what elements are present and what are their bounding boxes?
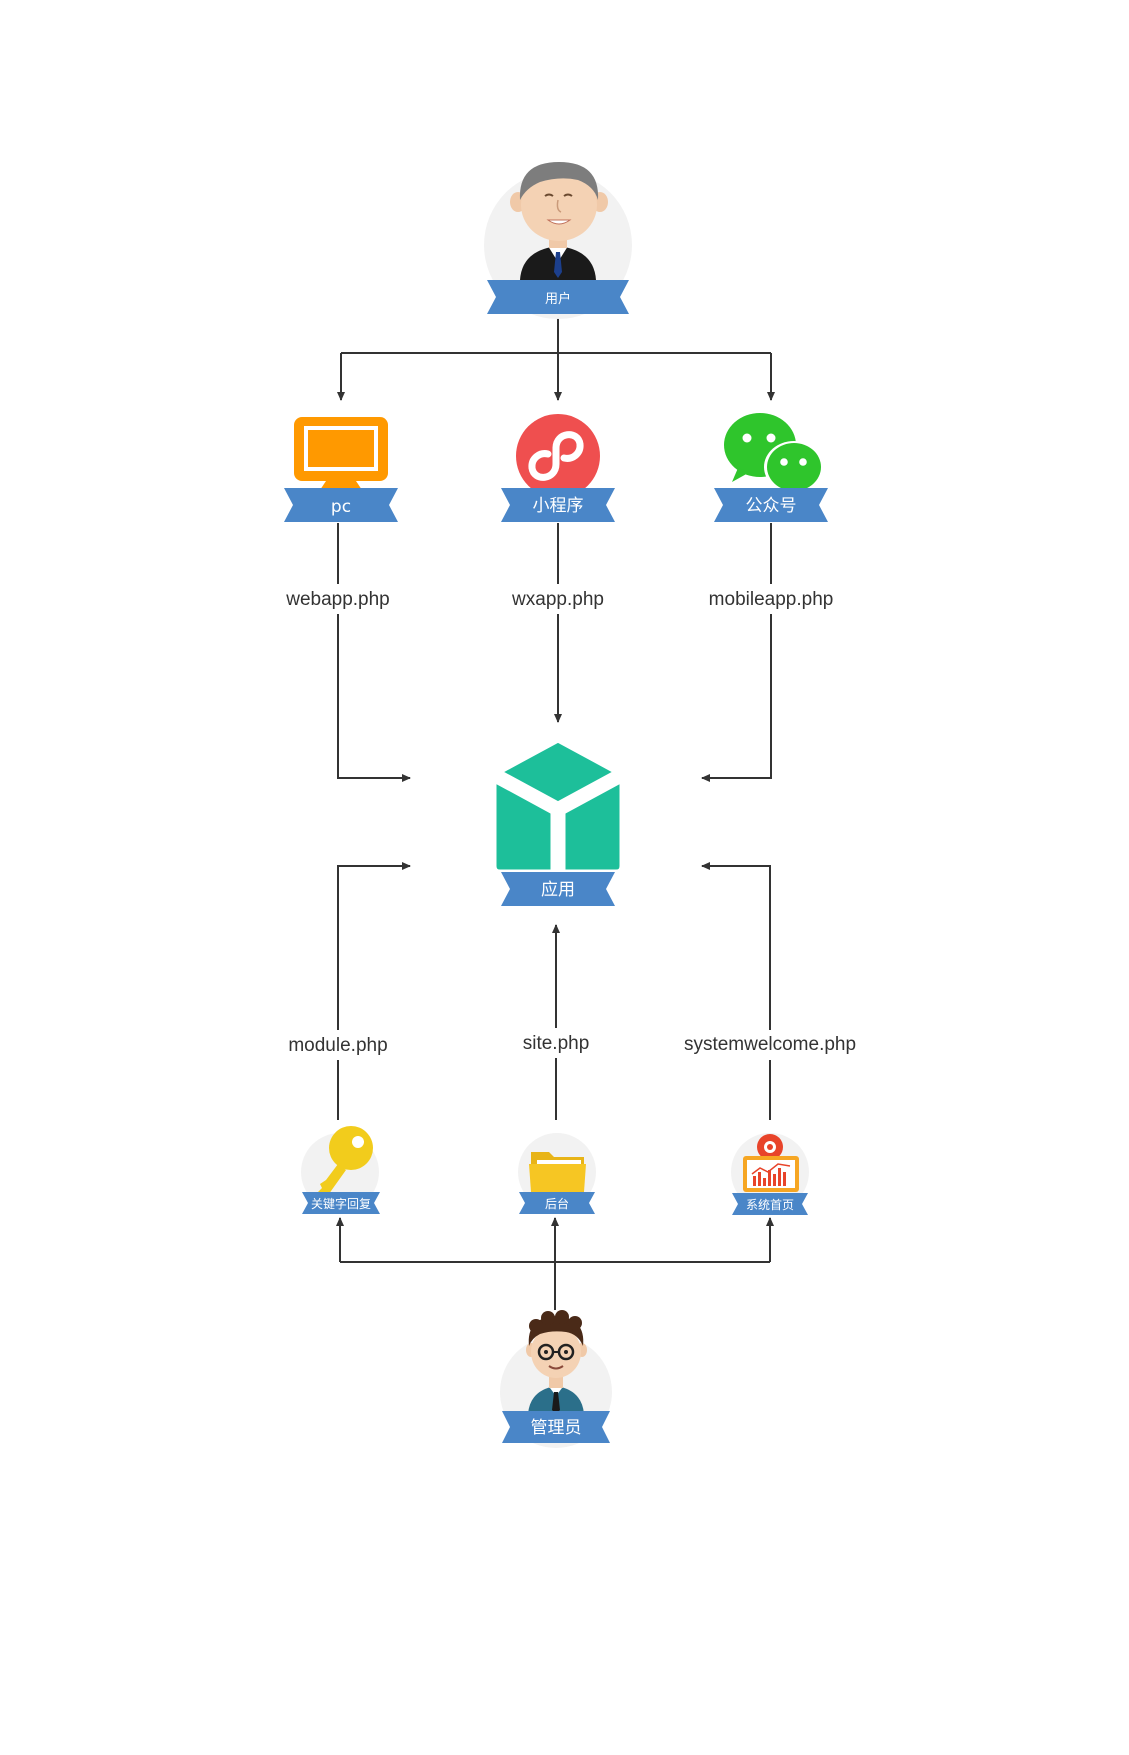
node-label-backend: 后台	[545, 1196, 569, 1211]
ribbon-admin: 管理员	[502, 1411, 610, 1443]
node-label-app: 应用	[541, 880, 575, 900]
edge-label-webapp: webapp.php	[285, 589, 390, 610]
node-label-user: 用户	[545, 291, 571, 307]
node-pc[interactable]: pc	[284, 417, 398, 522]
connectors	[336, 315, 775, 1310]
node-app[interactable]: 应用	[491, 737, 625, 906]
edge-label-mobileapp: mobileapp.php	[709, 589, 834, 610]
edge-label-module: module.php	[288, 1035, 387, 1056]
ribbon-miniprogram: 小程序	[501, 488, 615, 522]
edge-labels: webapp.php wxapp.php mobileapp.php modul…	[278, 584, 862, 1060]
admin-avatar-icon	[526, 1310, 587, 1414]
node-label-official-account: 公众号	[746, 496, 797, 516]
ribbon-keyword-reply: 关键字回复	[302, 1192, 380, 1214]
node-user[interactable]: 用户	[484, 162, 632, 319]
ribbon-app: 应用	[501, 872, 615, 906]
user-avatar-icon	[510, 162, 608, 280]
edge-label-systemwelcome: systemwelcome.php	[684, 1034, 856, 1055]
node-label-keyword-reply: 关键字回复	[311, 1196, 371, 1211]
connector-official-app	[701, 523, 772, 782]
node-label-miniprogram: 小程序	[533, 496, 584, 516]
ribbon-backend: 后台	[519, 1192, 595, 1214]
node-official-account[interactable]: 公众号	[714, 413, 828, 522]
node-miniprogram[interactable]: 小程序	[501, 414, 615, 522]
connector-system-app	[701, 862, 771, 1120]
ribbon-user: 用户	[487, 280, 629, 314]
connector-keyword-app	[337, 862, 411, 1120]
node-system-home[interactable]: 系统首页	[731, 1133, 809, 1215]
ribbon-official-account: 公众号	[714, 488, 828, 522]
ribbon-system-home: 系统首页	[732, 1193, 808, 1215]
wechat-icon	[724, 413, 824, 493]
dashboard-icon	[743, 1134, 799, 1192]
monitor-icon	[294, 417, 388, 490]
folder-icon	[529, 1152, 586, 1192]
edge-label-wxapp: wxapp.php	[511, 589, 604, 610]
connector-pc-app	[337, 523, 411, 782]
node-label-pc: pc	[331, 497, 351, 517]
node-label-system-home: 系统首页	[746, 1198, 794, 1212]
edge-label-site: site.php	[523, 1033, 590, 1054]
node-admin[interactable]: 管理员	[500, 1310, 612, 1448]
miniprogram-icon	[516, 414, 600, 498]
node-label-admin: 管理员	[531, 1418, 582, 1438]
node-backend[interactable]: 后台	[518, 1133, 596, 1214]
node-keyword-reply[interactable]: 关键字回复	[301, 1126, 380, 1214]
key-icon	[318, 1126, 373, 1198]
cube-icon	[491, 737, 625, 875]
ribbon-pc: pc	[284, 488, 398, 522]
